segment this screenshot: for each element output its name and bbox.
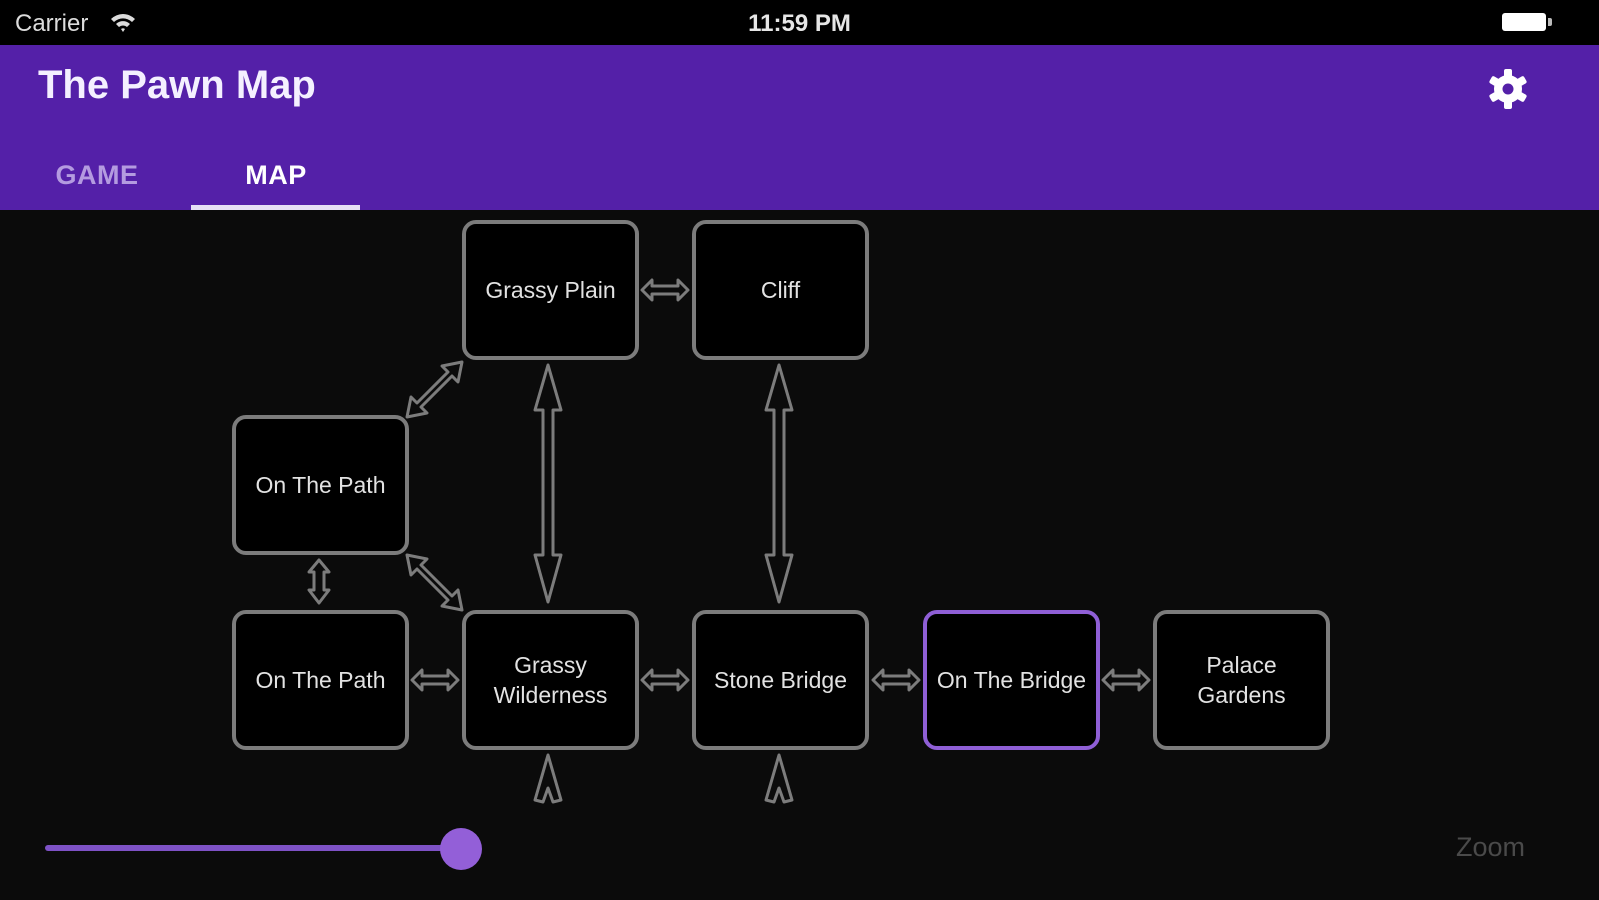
room-label: On The Path bbox=[255, 472, 386, 498]
battery-tip bbox=[1548, 18, 1552, 26]
carrier-label: Carrier bbox=[15, 10, 89, 37]
slider-fill bbox=[45, 845, 461, 851]
room-palace-gardens[interactable]: Palace Gardens bbox=[1153, 610, 1330, 750]
connection-arrow bbox=[533, 363, 563, 604]
connections-layer bbox=[307, 278, 1151, 804]
app-title: The Pawn Map bbox=[38, 63, 316, 107]
connection-arrow bbox=[410, 668, 460, 692]
zoom-label: Zoom bbox=[1456, 832, 1526, 862]
room-label: Palace Gardens bbox=[1197, 652, 1286, 708]
settings-button[interactable] bbox=[1484, 65, 1532, 113]
room-label: Stone Bridge bbox=[714, 667, 847, 693]
room-label: Cliff bbox=[760, 277, 801, 303]
connection-arrow bbox=[640, 278, 690, 302]
tab-game[interactable]: GAME bbox=[55, 159, 139, 190]
connection-arrow bbox=[405, 553, 464, 612]
active-tab-indicator bbox=[191, 205, 360, 210]
room-grassy-plain[interactable]: Grassy Plain bbox=[462, 220, 639, 360]
clock: 11:59 PM bbox=[748, 10, 851, 37]
room-label: On The Path bbox=[255, 667, 386, 693]
exit-arrow bbox=[764, 753, 794, 804]
tab-bar: GAME MAP bbox=[0, 140, 600, 210]
slider-thumb[interactable] bbox=[440, 828, 482, 870]
room-label: On The Bridge bbox=[936, 667, 1087, 693]
connection-arrow bbox=[871, 668, 921, 692]
room-label: Grassy Wilderness bbox=[493, 652, 608, 708]
room-stone-bridge[interactable]: Stone Bridge bbox=[692, 610, 869, 750]
connection-arrow bbox=[307, 558, 331, 605]
battery-icon bbox=[1502, 13, 1546, 31]
app-header: The Pawn Map GAME MAP bbox=[0, 45, 1599, 210]
wifi-icon bbox=[111, 14, 135, 32]
connection-arrow bbox=[764, 363, 794, 604]
room-on-the-bridge-current[interactable]: On The Bridge bbox=[923, 610, 1100, 750]
map-canvas[interactable]: Grassy Plain Cliff On The Path On The Pa… bbox=[0, 210, 1599, 900]
room-label: Grassy Plain bbox=[485, 277, 616, 303]
connection-arrow bbox=[1101, 668, 1151, 692]
room-cliff[interactable]: Cliff bbox=[692, 220, 869, 360]
connection-arrow bbox=[405, 360, 464, 419]
room-on-the-path-upper[interactable]: On The Path bbox=[232, 415, 409, 555]
gear-icon bbox=[1489, 69, 1527, 109]
zoom-slider[interactable] bbox=[45, 828, 1430, 870]
connection-arrow bbox=[640, 668, 690, 692]
room-on-the-path-lower[interactable]: On The Path bbox=[232, 610, 409, 750]
status-bar: Carrier 11:59 PM bbox=[0, 0, 1599, 45]
exit-arrow bbox=[533, 753, 563, 804]
room-grassy-wilderness[interactable]: Grassy Wilderness bbox=[462, 610, 639, 750]
tab-map[interactable]: MAP bbox=[245, 159, 307, 190]
